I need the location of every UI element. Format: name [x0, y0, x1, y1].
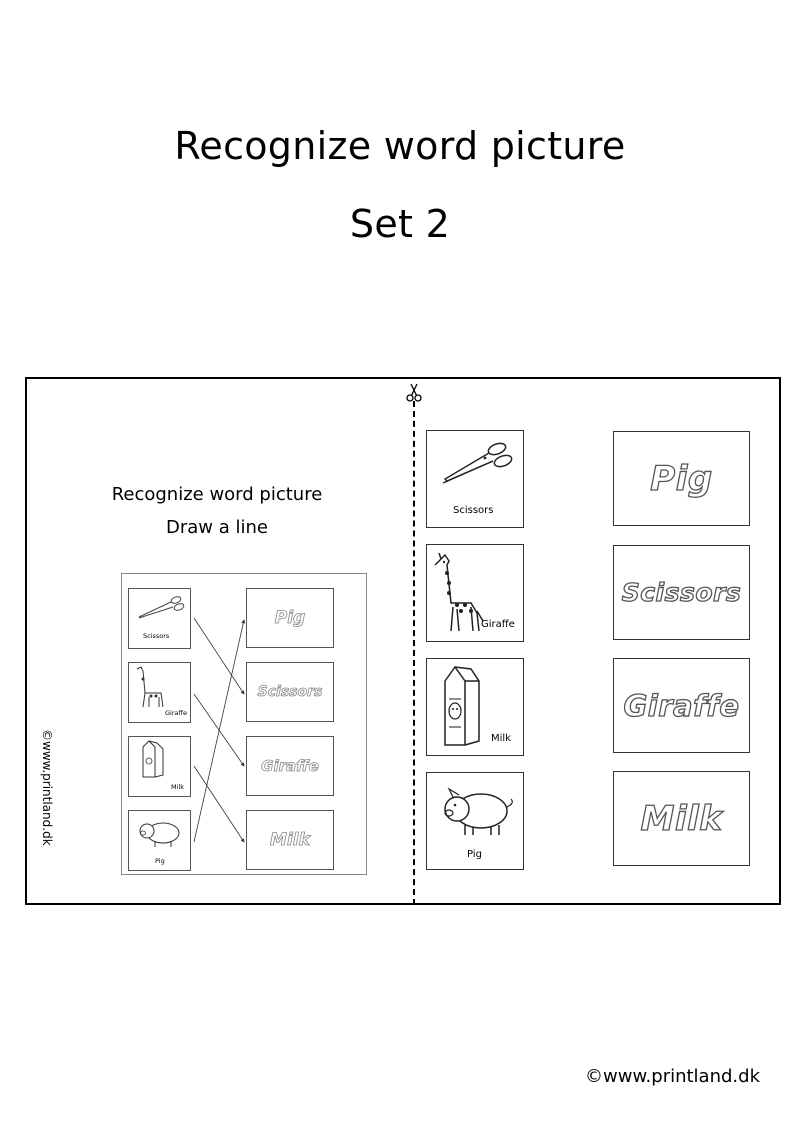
milk-carton-icon [444, 665, 480, 746]
preview-picture-label: Giraffe [165, 709, 187, 717]
side-copyright: ©www.printland.dk [40, 729, 54, 846]
word-card-giraffe: Giraffe [613, 658, 750, 753]
picture-card-scissors: Scissors [426, 430, 524, 528]
picture-card-label: Giraffe [481, 619, 515, 630]
example-preview: Scissors Giraffe Milk Pig [121, 573, 367, 875]
cut-line [413, 401, 415, 905]
preview-picture-giraffe: Giraffe [128, 662, 191, 723]
preview-picture-label: Milk [171, 783, 184, 791]
picture-card-pig: Pig [426, 772, 524, 870]
preview-word-box: Scissors [246, 662, 334, 722]
picture-card-giraffe: Giraffe [426, 544, 524, 642]
preview-picture-scissors: Scissors [128, 588, 191, 649]
set-subtitle: Set 2 [349, 202, 451, 246]
preview-heading: Recognize word picture [111, 484, 323, 505]
page-title: Recognize word picture [174, 124, 626, 168]
preview-connecting-lines [193, 617, 246, 843]
picture-card-label: Milk [491, 733, 511, 744]
word-card-milk: Milk [613, 771, 750, 866]
giraffe-icon [434, 552, 484, 632]
picture-card-label: Scissors [453, 505, 494, 516]
scissors-icon [138, 596, 185, 619]
preview-picture-label: Scissors [143, 632, 170, 640]
milk-carton-icon [142, 740, 164, 778]
scissors-icon [442, 442, 513, 484]
pig-icon [139, 822, 180, 847]
footer-copyright: ©www.printland.dk [585, 1066, 760, 1087]
giraffe-icon [136, 666, 164, 708]
preview-picture-milk: Milk [128, 736, 191, 797]
preview-picture-pig: Pig [128, 810, 191, 871]
preview-word-box: Pig [246, 588, 334, 648]
word-card-scissors: Scissors [613, 545, 750, 640]
preview-picture-label: Pig [155, 857, 165, 865]
pig-icon [444, 787, 513, 835]
preview-word-box: Milk [246, 810, 334, 870]
scissors-icon [406, 383, 422, 402]
preview-word-box: Giraffe [246, 736, 334, 796]
word-card-pig: Pig [613, 431, 750, 526]
picture-card-milk: Milk [426, 658, 524, 756]
worksheet-frame: Recognize word picture Draw a line ©www.… [25, 377, 781, 905]
preview-instruction: Draw a line [166, 517, 268, 538]
picture-card-label: Pig [467, 849, 482, 860]
